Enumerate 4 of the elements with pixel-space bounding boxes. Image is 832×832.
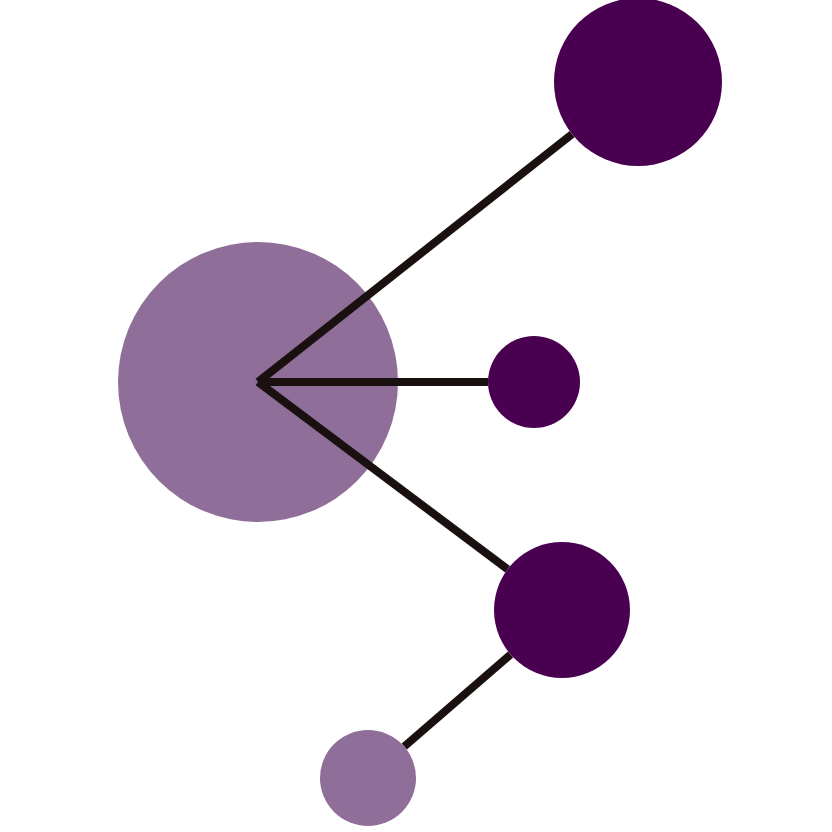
connector-line xyxy=(258,378,488,386)
connector-line xyxy=(401,651,514,750)
connector-line xyxy=(255,378,510,573)
connector-line xyxy=(255,130,575,386)
